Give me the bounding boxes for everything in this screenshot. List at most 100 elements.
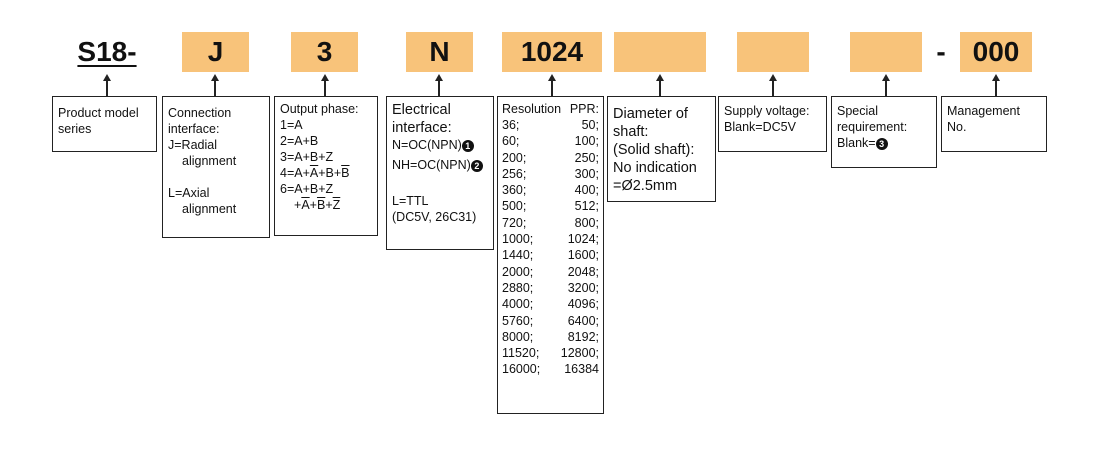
resolution-value-right: 12800; (560, 346, 599, 361)
resolution-value-left: 1000; (502, 232, 534, 247)
resolution-value-left: 256; (502, 166, 527, 181)
resolution-value-right: 4096; (567, 297, 599, 312)
segment-connection: J (182, 32, 249, 72)
connection-title-2: interface: (168, 122, 220, 136)
electrical-box: Electrical interface: N=OC(NPN)1 NH=OC(N… (386, 96, 494, 250)
shaft-line-5: =Ø2.5mm (613, 178, 678, 194)
resolution-row: 1440; 1600; (502, 247, 599, 263)
electrical-n-line: N=OC(NPN)1 (392, 137, 488, 153)
resolution-value-left: 1440; (502, 248, 534, 263)
resolution-value-left: 4000; (502, 297, 534, 312)
resolution-value-right: 1600; (567, 248, 599, 263)
separator-dash: - (936, 36, 946, 67)
resolution-value-right: 400; (574, 183, 599, 198)
output-line-2: 2=A+B (280, 134, 319, 148)
shaft-line-1: Diameter of (613, 106, 688, 122)
resolution-value-left: 36; (502, 118, 520, 132)
output-line-4: 4=A+A+B+B (280, 166, 350, 180)
resolution-value-right: 6400; (567, 313, 599, 328)
arrow-series (103, 74, 111, 96)
resolution-value-right: 2048; (567, 264, 599, 279)
resolution-row: 1000; 1024; (502, 231, 599, 247)
special-line-3: Blank=3 (837, 135, 931, 151)
resolution-row: 360; 400; (502, 182, 599, 198)
shaft-line-3: (Solid shaft): (613, 142, 695, 158)
resolution-value-left: 200; (502, 150, 527, 165)
resolution-row: 256; 300; (502, 166, 599, 182)
segment-output: 3 (291, 32, 358, 72)
series-line-2: series (58, 122, 92, 136)
electrical-title-2: interface: (392, 120, 452, 136)
output-line-5: 6=A+B+Z (280, 182, 334, 196)
resolution-value-left: 500; (502, 199, 527, 214)
electrical-title-1: Electrical (392, 102, 451, 118)
segment-special (850, 32, 922, 72)
shaft-box: Diameter of shaft: (Solid shaft): No ind… (607, 96, 716, 202)
segment-resolution: 1024 (502, 32, 602, 72)
shaft-line-2: shaft: (613, 124, 649, 140)
resolution-value-left: 16000; (502, 362, 541, 377)
segment-shaft (614, 32, 706, 72)
output-line-6: +A+B+Z (294, 198, 341, 212)
resolution-row: 5760; 6400; (502, 313, 599, 329)
resolution-row: 60; 100; (502, 133, 599, 149)
connection-j-line-2: alignment (182, 154, 237, 168)
electrical-l-detail: (DC5V, 26C31) (392, 210, 477, 224)
management-box: Management No. (941, 96, 1047, 152)
resolution-row: 4000; 4096; (502, 296, 599, 312)
resolution-row: 2880;3200; (502, 280, 599, 296)
resolution-row: 8000; 8192; (502, 329, 599, 345)
management-line-2: No. (947, 120, 967, 134)
resolution-value-right: 1024; (567, 232, 599, 247)
arrow-special (882, 74, 890, 96)
resolution-box: Resolution PPR: 36;50;60;100;200;250;256… (497, 96, 604, 414)
segment-electrical: N (406, 32, 473, 72)
resolution-value-left: 11520; (502, 346, 540, 361)
resolution-value-left: 8000; (502, 329, 534, 344)
special-line-2: requirement: (837, 120, 908, 134)
resolution-value-right: 512; (574, 199, 599, 214)
resolution-row: 200; 250; (502, 150, 599, 166)
connection-box: Connection interface: J=Radial alignment… (162, 96, 270, 238)
resolution-row: 16000; 16384 (502, 361, 599, 377)
output-line-1: 1=A (280, 118, 303, 132)
arrow-management (992, 74, 1000, 96)
electrical-l-line: L=TTL (392, 194, 429, 208)
resolution-value-right: 16384 (564, 362, 599, 377)
resolution-row: 2000; 2048; (502, 264, 599, 280)
arrow-electrical (435, 74, 443, 96)
resolution-row: 500; 512; (502, 198, 599, 214)
resolution-row: 720;800; (502, 215, 599, 231)
shaft-line-4: No indication (613, 160, 697, 176)
arrow-connection (211, 74, 219, 96)
special-box: Special requirement: Blank=3 (831, 96, 937, 168)
resolution-value-right: 100; (574, 134, 599, 149)
model-prefix: S18- (77, 36, 137, 67)
resolution-value-left: 360; (502, 183, 527, 198)
resolution-value-right: 250; (574, 150, 599, 165)
arrow-resolution (548, 74, 556, 96)
connection-j-line-1: J=Radial (168, 138, 217, 152)
voltage-box: Supply voltage: Blank=DC5V (718, 96, 827, 152)
resolution-header: Resolution PPR: (502, 101, 599, 117)
resolution-value-left: 2000; (502, 264, 534, 279)
resolution-row: 11520; 12800; (502, 345, 599, 361)
series-line-1: Product model (58, 106, 139, 120)
resolution-value-right: 300; (574, 166, 599, 181)
resolution-value-right: 800; (574, 215, 599, 230)
resolution-value-left: 5760; (502, 313, 534, 328)
output-line-3: 3=A+B+Z (280, 150, 334, 164)
resolution-header-left: Resolution (502, 102, 562, 116)
circled-two-icon: 2 (470, 160, 483, 172)
resolution-value-right: 8192; (567, 329, 599, 344)
resolution-value-left: 2880; (502, 280, 534, 295)
connection-l-line-1: L=Axial (168, 186, 210, 200)
connection-title-1: Connection (168, 106, 232, 120)
resolution-row: 36;50; (502, 117, 599, 133)
special-line-1: Special (837, 104, 878, 118)
connection-l-line-2: alignment (182, 202, 237, 216)
resolution-value-left: 60; (502, 134, 520, 149)
management-line-1: Management (947, 104, 1020, 118)
output-title: Output phase: (280, 102, 359, 116)
segment-management: 000 (960, 32, 1032, 72)
